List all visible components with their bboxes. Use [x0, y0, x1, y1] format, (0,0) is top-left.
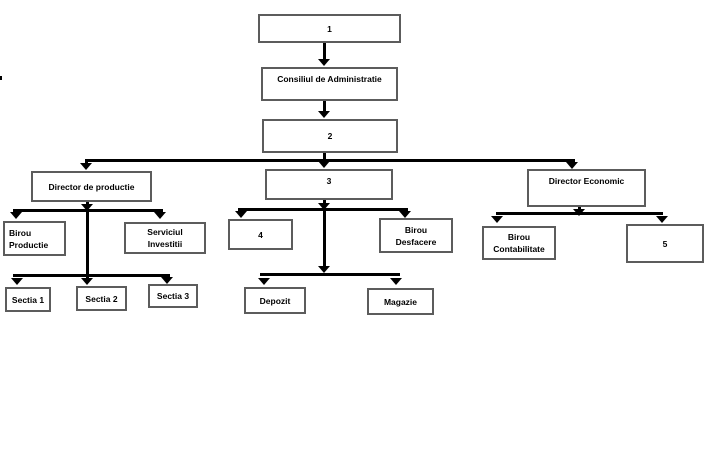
node-box-director-de-productie[interactable]: Director de productie [31, 171, 152, 202]
node-box-serviciul-investitii[interactable]: Serviciul Investitii [124, 222, 206, 254]
arrowhead-down-birou-contabilitate [491, 216, 503, 223]
arrowhead-down-serviciul-investitii [154, 212, 166, 219]
arrowhead-down-director-de-productie [80, 163, 92, 170]
connector-mid-tee1-line [238, 208, 408, 211]
node-box-depozit[interactable]: Depozit [244, 287, 306, 314]
node-box-sectia-1[interactable]: Sectia 1 [5, 287, 51, 312]
arrowhead-down-sectia-3 [161, 277, 173, 284]
arrowhead-down-4 [235, 211, 247, 218]
connector-left-tee2-line [13, 274, 170, 277]
node-box-birou-desfacere[interactable]: Birou Desfacere [379, 218, 453, 253]
node-box-birou-productie[interactable]: Birou Productie [3, 221, 66, 256]
node-label-birou-productie: Birou Productie [9, 227, 49, 250]
connector-1-to-consiliul-line [323, 43, 326, 60]
node-label-consiliul: Consiliul de Administratie [277, 74, 382, 84]
connector-left-tee1-line [13, 209, 163, 212]
node-label-5: 5 [662, 238, 668, 249]
arrowhead-down-mid-tee1 [318, 203, 330, 210]
node-label-magazie: Magazie [383, 296, 418, 307]
arrowhead-down-depozit [258, 278, 270, 285]
connector-left-center-vertical [86, 212, 89, 279]
node-box-sectia-2[interactable]: Sectia 2 [76, 286, 127, 311]
node-box-3[interactable]: 3 [265, 169, 393, 200]
arrowhead-down-sectia-2 [81, 278, 93, 285]
connector-mid-center-vertical [323, 211, 326, 268]
arrowhead-down-5 [656, 216, 668, 223]
node-box-director-economic[interactable]: Director Economic [527, 169, 646, 207]
connector-main-horizontal-line [85, 159, 575, 162]
node-label-sectia-1: Sectia 1 [11, 294, 45, 305]
arrowhead-down-consiliul [318, 59, 330, 66]
arrowhead-down-mid-tee2 [318, 266, 330, 273]
node-label-sectia-2: Sectia 2 [85, 293, 118, 304]
node-box-5[interactable]: 5 [626, 224, 704, 263]
node-label-depozit: Depozit [259, 295, 291, 306]
arrowhead-down-director-economic [566, 162, 578, 169]
node-box-sectia-3[interactable]: Sectia 3 [148, 284, 198, 308]
node-label-serviciul-investitii: Serviciul Investitii [147, 227, 183, 249]
node-label-1: 1 [327, 23, 332, 34]
arrowhead-down-magazie [390, 278, 402, 285]
node-label-birou-desfacere: Birou Desfacere [395, 224, 437, 247]
node-label-birou-contabilitate: Birou Contabilitate [493, 232, 545, 254]
connector-2-to-mainline [323, 153, 326, 161]
stray-mark [0, 76, 2, 80]
node-label-4: 4 [258, 229, 263, 240]
arrowhead-down-sectia-1 [11, 278, 23, 285]
node-label-3: 3 [326, 176, 332, 186]
node-label-director-economic: Director Economic [548, 176, 625, 186]
connector-right-tee-line [496, 212, 663, 215]
connector-3-down-stub [323, 200, 326, 205]
node-box-birou-contabilitate[interactable]: Birou Contabilitate [482, 226, 556, 260]
node-label-director-de-productie: Director de productie [48, 181, 135, 192]
node-box-magazie[interactable]: Magazie [367, 288, 434, 315]
arrowhead-down-2 [318, 111, 330, 118]
arrowhead-down-3 [318, 161, 330, 168]
connector-main-left-drop [85, 159, 88, 164]
node-box-consiliul-de-administratie[interactable]: Consiliul de Administratie [261, 67, 398, 101]
node-label-2: 2 [327, 131, 333, 141]
connector-mid-tee2-line [260, 273, 400, 276]
arrowhead-down-birou-productie [10, 212, 22, 219]
node-label-sectia-3: Sectia 3 [156, 291, 190, 301]
arrowhead-down-birou-desfacere [399, 211, 411, 218]
arrowhead-down-left-tee1 [81, 204, 93, 211]
connector-main-right-drop [571, 159, 574, 163]
node-box-2[interactable]: 2 [262, 119, 398, 153]
node-box-1[interactable]: 1 [258, 14, 401, 43]
connector-consiliul-to-2-line [323, 101, 326, 112]
node-box-4[interactable]: 4 [228, 219, 293, 250]
